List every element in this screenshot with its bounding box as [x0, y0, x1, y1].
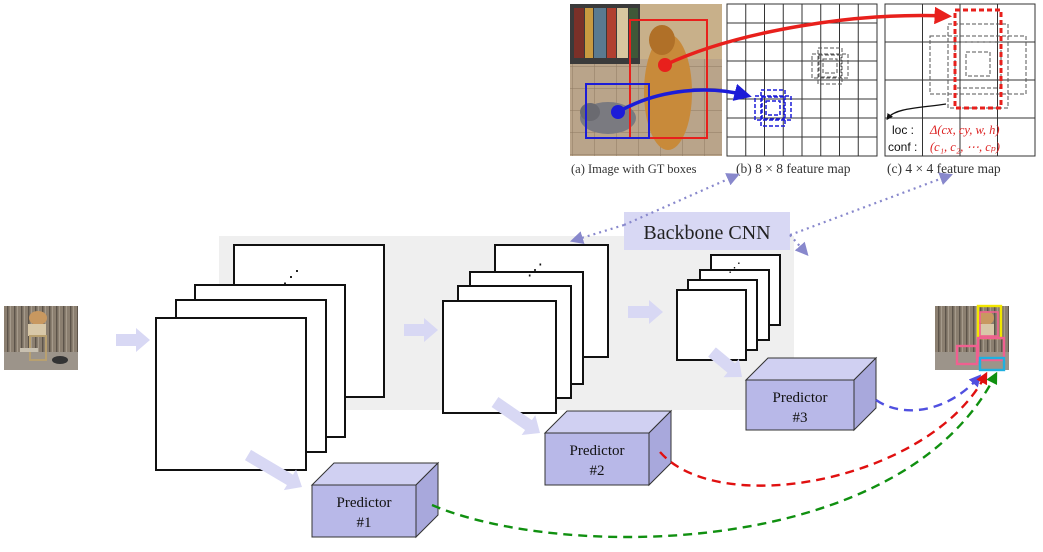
backbone-link-right-up: [789, 172, 953, 237]
caption-a: (a) Image with GT boxes: [571, 162, 697, 176]
loc-label: loc :: [892, 123, 914, 137]
stack-3-ellipsis: ⋰: [728, 260, 741, 275]
stack-1-ellipsis: ⋰: [282, 267, 300, 287]
flow-arrows: [116, 300, 742, 491]
flow-arrow-2: [404, 318, 438, 342]
predictor-top-face: [744, 357, 878, 381]
backbone-link-left-up: [623, 173, 740, 227]
flow-arrow-4: [244, 449, 302, 491]
conf-label: conf :: [888, 140, 917, 154]
feature-map-4x4: [884, 3, 1036, 157]
flow-arrow-5: [491, 397, 540, 435]
loc-pointer-arrow: [886, 103, 947, 121]
anchor-boxes-gray-4x4: [929, 23, 1027, 109]
backbone-label-box: [624, 212, 790, 250]
caption-b: (b) 8 × 8 feature map: [736, 161, 851, 176]
predictor-title: Predictor: [773, 390, 828, 406]
backbone-link-left: [569, 223, 625, 244]
path-predictor-3: [875, 374, 982, 412]
anchor-boxes-blue: [754, 89, 792, 127]
output-image: [935, 304, 1009, 372]
conf-formula: (c₁, c₂, ⋯, cₚ): [930, 140, 1000, 154]
path-predictor-1: [431, 371, 998, 539]
predictor-2: Predictor #2: [543, 409, 673, 487]
caption-c: (c) 4 × 4 feature map: [887, 161, 1001, 176]
predictor-number: #1: [357, 515, 372, 531]
predictor-1: Predictor #1: [310, 461, 440, 539]
predictor-title: Predictor: [337, 495, 392, 511]
predictor-front-face: [544, 432, 650, 486]
feature-stack-3: [676, 254, 781, 361]
predictor-front-face: [311, 484, 417, 538]
feature-map-8x8: [726, 3, 878, 157]
input-image: [4, 306, 78, 370]
predictor-number: #2: [590, 463, 605, 479]
flow-arrow-3: [628, 300, 663, 324]
feature-stack-2: [442, 244, 609, 414]
predictor-front-face: [745, 379, 855, 431]
backbone-link-right: [789, 234, 809, 256]
predictor-number: #3: [793, 410, 808, 426]
feature-stack-1: [155, 244, 385, 471]
gt-photo: [570, 4, 722, 156]
anchor-boxes-gray-8x8: [811, 47, 849, 85]
stack-2-ellipsis: ⋰: [527, 262, 543, 279]
path-predictor-2: [659, 371, 988, 487]
blue-center-arrow: [617, 83, 752, 114]
predictor-title: Predictor: [570, 443, 625, 459]
red-center-arrow: [664, 6, 952, 67]
flow-arrow-1: [116, 328, 150, 352]
top-panel: loc : Δ(cx, cy, w, h) conf : (c₁, c₂, ⋯,…: [570, 3, 1036, 176]
backbone-label: Backbone CNN: [643, 222, 770, 244]
predictor-3: Predictor #3: [744, 356, 878, 432]
loc-formula: Δ(cx, cy, w, h): [929, 123, 1000, 137]
flow-arrow-6: [708, 347, 742, 378]
